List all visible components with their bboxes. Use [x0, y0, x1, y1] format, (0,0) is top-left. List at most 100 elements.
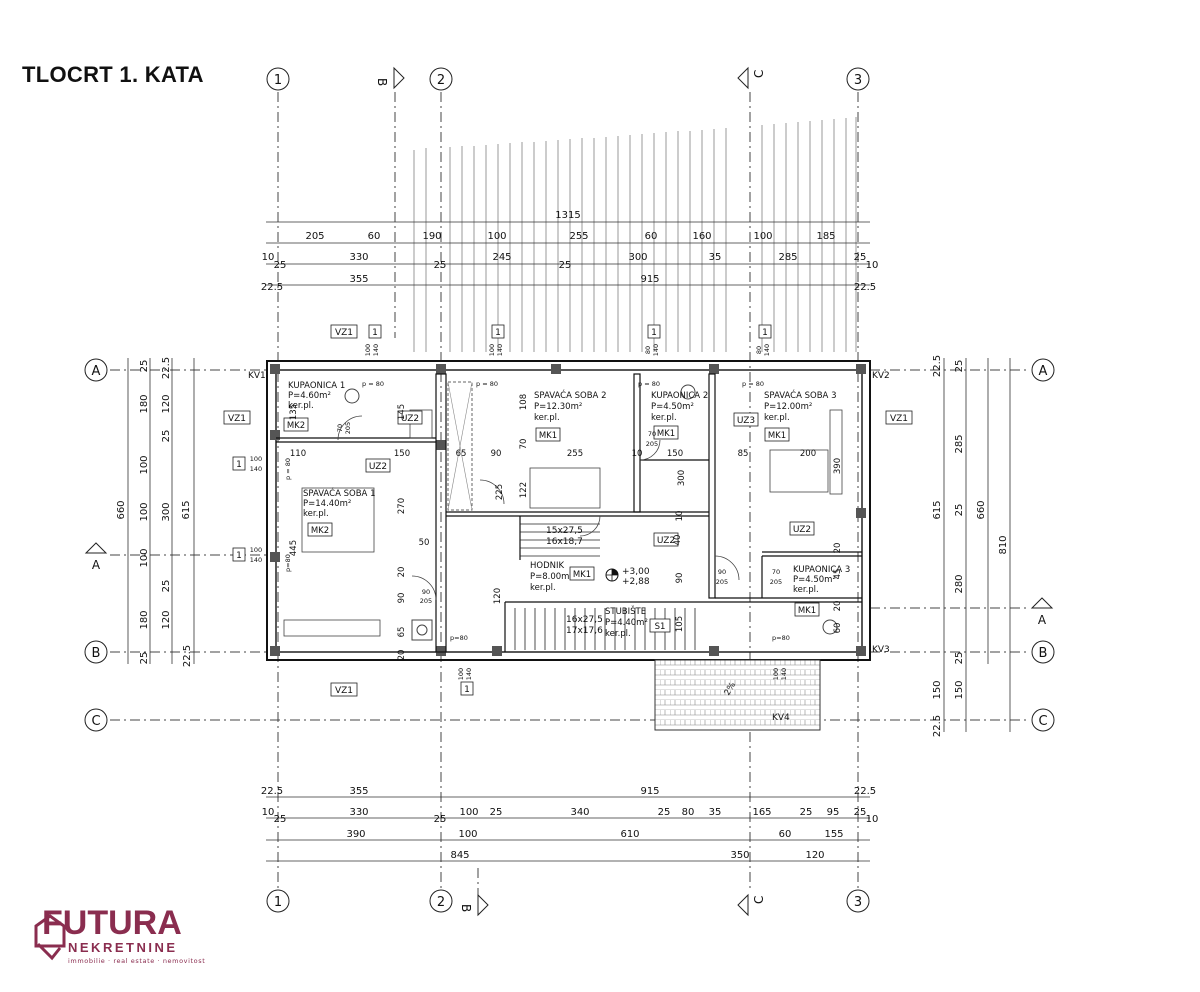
- svg-text:ker.pl.: ker.pl.: [793, 585, 819, 595]
- svg-text:20: 20: [833, 601, 843, 612]
- svg-text:B: B: [459, 904, 473, 912]
- tag-uz2-1: UZ2: [397, 410, 423, 425]
- svg-text:MK2: MK2: [287, 421, 305, 431]
- room-stubiste: STUBIŠTE P=4.40m² ker.pl. S1: [605, 605, 671, 639]
- dim-bot-r2: 25: [490, 807, 503, 818]
- svg-text:ker.pl.: ker.pl.: [534, 413, 560, 423]
- label-kv2: KV2: [872, 371, 890, 381]
- svg-text:85: 85: [738, 449, 749, 459]
- svg-text:110: 110: [290, 449, 306, 459]
- room-spavaca-soba-2: SPAVAĆA SOBA 2 P=12.30m² ker.pl. MK1: [534, 389, 606, 442]
- svg-text:1: 1: [274, 73, 282, 88]
- svg-text:140: 140: [652, 344, 660, 356]
- svg-text:C: C: [752, 70, 766, 78]
- dim-top-r3: 25: [559, 260, 572, 271]
- svg-text:1: 1: [274, 895, 282, 910]
- dim-right-outer: 810: [998, 535, 1009, 554]
- svg-text:45: 45: [833, 569, 843, 580]
- svg-text:205: 205: [770, 578, 782, 586]
- section-marker-c-top: C: [737, 66, 766, 90]
- svg-text:20: 20: [397, 650, 407, 661]
- stair-spec-1b: 16x18,7: [546, 537, 583, 547]
- svg-text:P=4.40m²: P=4.40m²: [605, 618, 648, 628]
- dim-left-in2: 25: [161, 580, 172, 593]
- svg-text:100: 100: [250, 455, 262, 463]
- svg-text:90: 90: [718, 568, 726, 576]
- stair-spec-1a: 15x27,5: [546, 526, 583, 536]
- tag-uz2-2: UZ2: [365, 458, 391, 473]
- svg-text:50: 50: [419, 538, 430, 548]
- dim-right-mid: 660: [976, 500, 987, 519]
- svg-text:VZ1: VZ1: [335, 686, 353, 696]
- room-spavaca-soba-3: SPAVAĆA SOBA 3 P=12.00m² ker.pl. MK1: [764, 389, 836, 442]
- grid-bubble-c-right: C: [1031, 708, 1055, 732]
- grid-bubble-a-right: A: [1031, 358, 1055, 382]
- dim-right-mid2: 615: [932, 500, 943, 519]
- svg-text:140: 140: [250, 556, 262, 564]
- dim-bot-r2: 100: [459, 807, 478, 818]
- tag-1-f: 1: [232, 547, 246, 562]
- dim-top-r3: 25: [434, 260, 447, 271]
- svg-text:A: A: [92, 558, 101, 572]
- svg-text:p = 80: p = 80: [362, 380, 384, 388]
- svg-text:B: B: [1039, 646, 1048, 661]
- svg-text:70: 70: [336, 424, 344, 432]
- svg-text:B: B: [92, 646, 101, 661]
- level-marker-icon: [605, 568, 619, 582]
- svg-text:100: 100: [457, 668, 465, 680]
- dim-left-in: 100: [139, 548, 150, 567]
- tag-uz2-4: UZ2: [789, 521, 815, 536]
- svg-text:MK1: MK1: [798, 606, 816, 616]
- stair-spec-2b: 17x17,6: [566, 626, 603, 636]
- svg-text:p = 80: p = 80: [742, 380, 764, 388]
- svg-text:80: 80: [755, 346, 763, 354]
- grid-bubble-2-bottom: 2: [429, 889, 453, 913]
- dim-bot-r2: 25: [658, 807, 671, 818]
- svg-text:390: 390: [833, 458, 843, 474]
- svg-text:225: 225: [495, 484, 505, 500]
- svg-text:90: 90: [675, 573, 685, 584]
- dim-bot-r2: 95: [827, 807, 840, 818]
- svg-text:S1: S1: [655, 622, 666, 632]
- svg-text:140: 140: [780, 668, 788, 680]
- svg-text:205: 205: [646, 440, 658, 448]
- svg-text:135: 135: [289, 404, 299, 420]
- svg-text:1: 1: [372, 328, 378, 338]
- grid-bubble-b-right: B: [1031, 640, 1055, 664]
- dim-right-lower: 150: [932, 680, 943, 699]
- svg-text:SPAVAĆA SOBA 3: SPAVAĆA SOBA 3: [764, 389, 836, 401]
- level-upper: +3,00: [622, 567, 650, 577]
- dim-bot-r2: 25: [434, 814, 447, 825]
- dim-top-r2: 60: [368, 231, 381, 242]
- room-kupaonica-3: KUPAONICA 3 P=4.50m² ker.pl. MK1: [793, 565, 850, 617]
- svg-text:140: 140: [763, 344, 771, 356]
- svg-text:145: 145: [397, 404, 407, 420]
- dim-left-in2: 300: [161, 502, 172, 521]
- svg-text:1: 1: [495, 328, 501, 338]
- svg-text:MK1: MK1: [539, 431, 557, 441]
- dim-right-lower: 150: [954, 680, 965, 699]
- svg-text:p = 80: p = 80: [638, 380, 660, 388]
- dim-right-in: 280: [954, 574, 965, 593]
- svg-text:B: B: [375, 78, 389, 86]
- tag-vz1-left: VZ1: [223, 410, 251, 425]
- tag-vz1-top: VZ1: [330, 324, 358, 339]
- svg-text:1: 1: [651, 328, 657, 338]
- dim-top-r2: 255: [569, 231, 588, 242]
- svg-text:10: 10: [632, 449, 643, 459]
- dim-top-r3: 25: [274, 260, 287, 271]
- svg-text:150: 150: [667, 449, 683, 459]
- svg-text:65: 65: [456, 449, 467, 459]
- svg-text:P=4.60m²: P=4.60m²: [288, 391, 331, 401]
- label-kv1: KV1: [248, 371, 266, 381]
- svg-text:150: 150: [394, 449, 410, 459]
- dim-bot-r2: 330: [349, 807, 368, 818]
- svg-text:STUBIŠTE: STUBIŠTE: [605, 605, 646, 617]
- grid-bubble-1-bottom: 1: [266, 889, 290, 913]
- dim-bot-r1: 22.5: [261, 786, 283, 797]
- dim-bot-r3: 390: [346, 829, 365, 840]
- svg-text:A: A: [1039, 364, 1048, 379]
- svg-text:P=12.30m²: P=12.30m²: [534, 402, 582, 412]
- balcony: [654, 659, 821, 731]
- dim-bot-r4: 120: [805, 850, 824, 861]
